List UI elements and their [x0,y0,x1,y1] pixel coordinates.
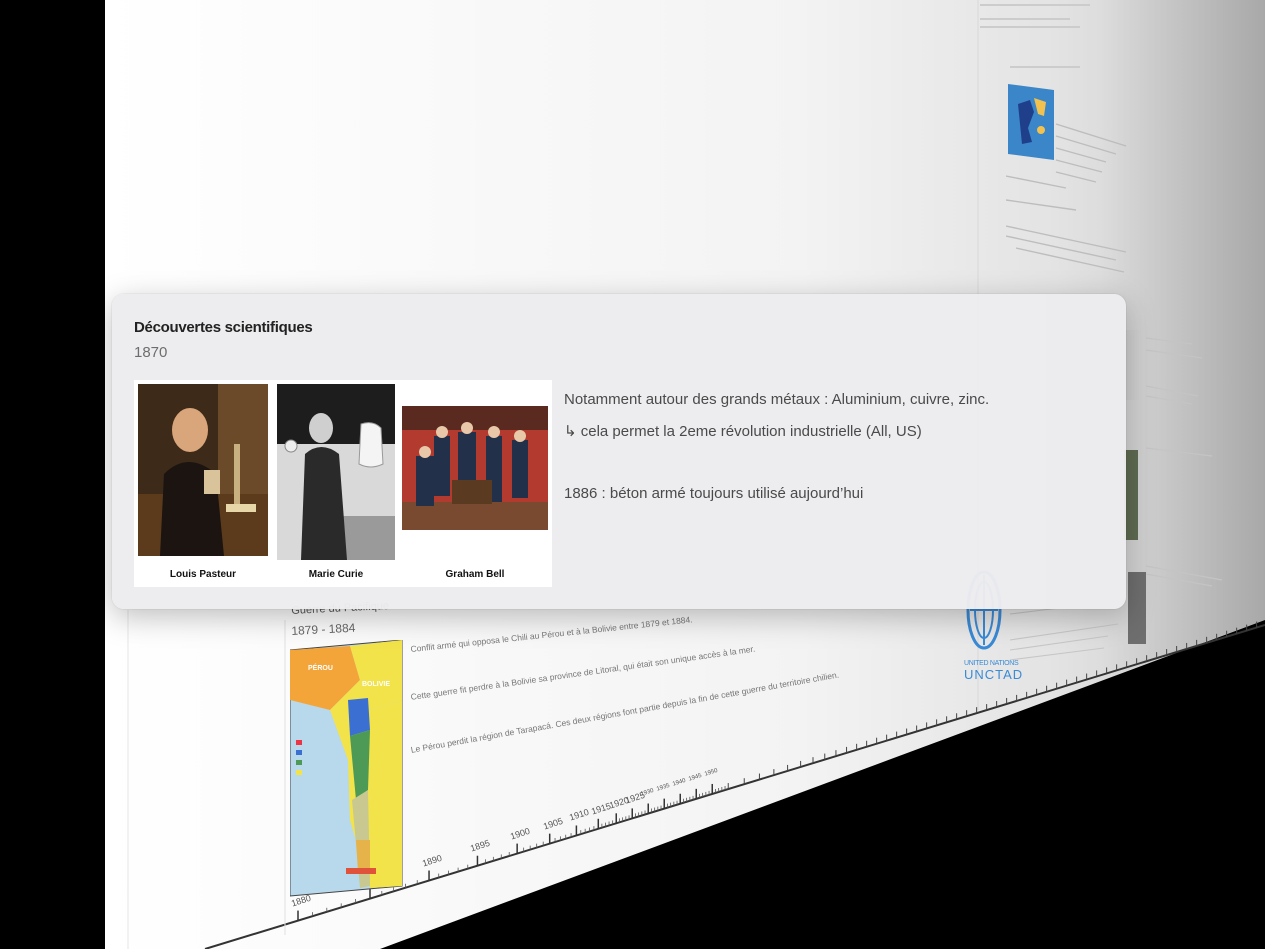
pacific-war-map[interactable]: PÉROU BOLIVIE [290,640,404,898]
caption-marie-curie: Marie Curie [308,569,364,580]
map-label-bolivie: BOLIVIE [362,681,390,688]
popover-text-line2: ↳ cela permet la 2eme révolution industr… [564,423,922,440]
popover-title: Découvertes scientifiques [134,319,313,336]
popover-text-line3: 1886 : béton armé toujours utilisé aujou… [564,485,864,502]
far-line [1010,66,1080,68]
far-text-lines [1006,123,1127,273]
graham-bell-photo [402,406,548,530]
popover-date: 1870 [134,344,168,361]
far-photo-3[interactable] [1128,572,1146,644]
caption-graham-bell: Graham Bell [445,569,505,580]
popover-text-spacer [564,448,1084,478]
louis-pasteur-photo [138,384,268,556]
far-photo-2[interactable] [1124,450,1138,540]
unctad-text-lines [1009,601,1119,661]
far-line [980,26,1080,28]
scientists-image[interactable]: Louis Pasteur Marie Curie Graham Bell [134,380,552,587]
far-photo-1[interactable] [1126,330,1140,400]
far-text-lines-2 [1145,337,1223,587]
far-line [980,18,1070,20]
world-map-thumbnail[interactable] [1008,84,1056,162]
map-label-peru: PÉROU [308,663,333,672]
event-popover[interactable]: Découvertes scientifiques 1870 [112,294,1126,609]
caption-louis-pasteur: Louis Pasteur [169,569,237,580]
popover-text-line1: Notamment autour des grands métaux : Alu… [564,391,990,408]
unctad-line2: UNCTAD [964,667,1024,682]
far-line [980,4,1090,6]
marie-curie-photo [277,384,395,560]
popover-description: Notamment autour des grands métaux : Alu… [564,384,1084,510]
unctad-line1: UNITED NATIONS [964,660,1019,667]
